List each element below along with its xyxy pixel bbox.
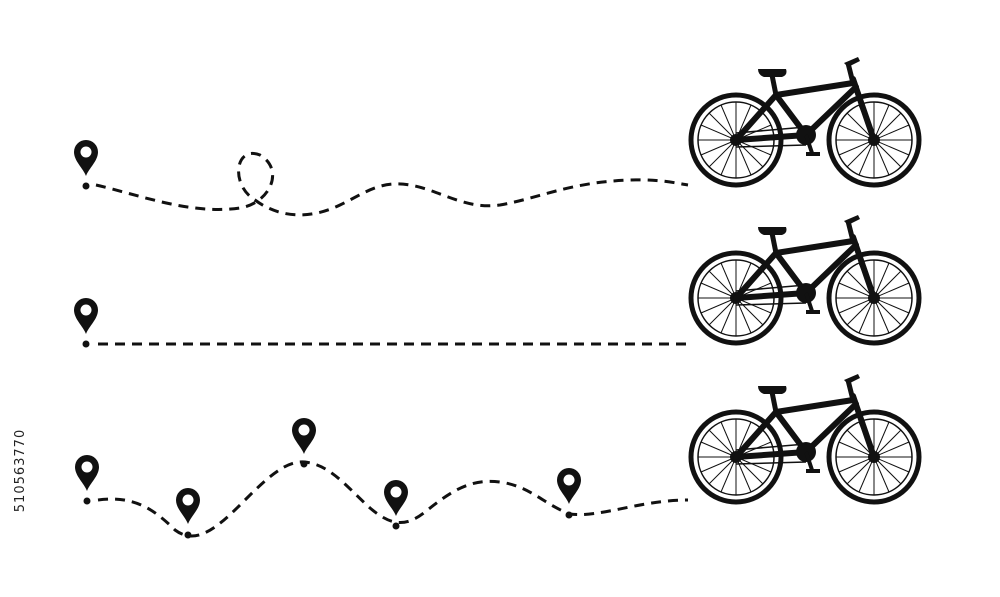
wavy-route-path (97, 460, 689, 538)
map-pin-icon (557, 468, 581, 519)
map-pin-icon (74, 298, 98, 348)
map-pin-icon (292, 418, 316, 468)
bicycle-icon (691, 215, 919, 343)
bicycle-icon (691, 374, 919, 502)
looping-route-path (95, 151, 689, 217)
bicycle-icon (691, 57, 919, 185)
map-pin-icon (384, 480, 408, 530)
straight-route (74, 215, 919, 348)
stock-id-text: 510563770 (13, 428, 29, 512)
wavy-route (75, 374, 919, 539)
map-pin-icon (176, 488, 200, 539)
looping-route (74, 57, 919, 217)
map-pin-icon (74, 140, 98, 190)
map-pin-icon (75, 455, 99, 505)
stock-id-label: 510563770 (10, 360, 32, 580)
